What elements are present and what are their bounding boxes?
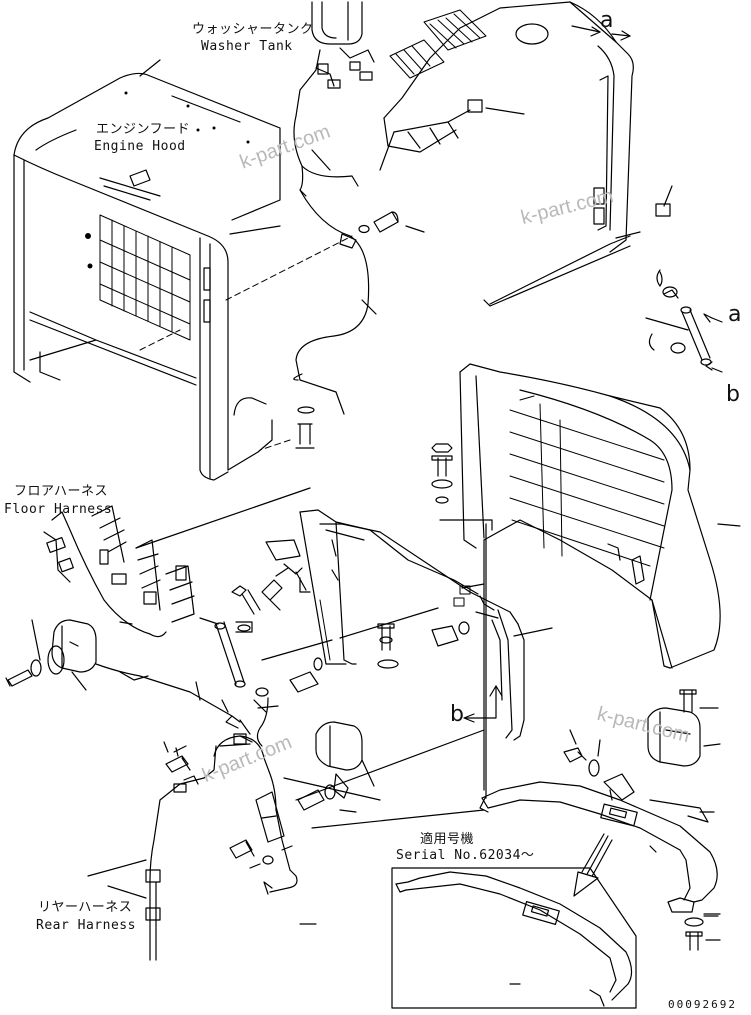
floor-harness-label-en: Floor Harness: [4, 502, 113, 517]
work-lamp-right: [647, 689, 721, 951]
rear-harness-label-jp: リヤーハーネス: [38, 900, 133, 915]
serial-inset-box: [391, 867, 637, 1009]
engine-hood: [13, 72, 281, 481]
rear-grille: [439, 363, 741, 669]
serial-label-en: Serial No.62034～: [396, 848, 535, 863]
rear-harness-label-en: Rear Harness: [36, 918, 136, 933]
drawing-code: 00092692: [668, 998, 737, 1011]
rear-harness: [145, 733, 298, 961]
washer-tank: [295, 1, 375, 117]
gas-strut: [645, 286, 723, 373]
bolt-washer-top: [358, 211, 399, 234]
ref-a-top: a: [600, 8, 614, 33]
floor-harness-label-jp: フロアハーネス: [14, 484, 108, 499]
floor-harness: [43, 487, 311, 638]
ref-b-mid: b: [450, 702, 464, 727]
serial-label-jp: 適用号機: [420, 832, 475, 847]
mid-bolts: [231, 539, 470, 713]
work-lamp-mid: [315, 721, 375, 799]
washer-tank-label-jp: ウォッシャータンク: [192, 22, 314, 37]
work-lamp-left: [5, 619, 97, 691]
engine-hood-label-jp: エンジンフード: [96, 122, 191, 137]
lower-bracket: [479, 781, 718, 913]
gas-strut-left: [199, 617, 246, 688]
mount-frame: [299, 509, 525, 741]
grille-bolts: [431, 443, 453, 504]
top-cover: [379, 1, 673, 307]
ref-a-right: a: [728, 302, 742, 327]
ref-b-right: b: [726, 382, 740, 407]
engine-hood-label-en: Engine Hood: [94, 139, 186, 154]
washer-tank-label-en: Washer Tank: [201, 39, 293, 54]
